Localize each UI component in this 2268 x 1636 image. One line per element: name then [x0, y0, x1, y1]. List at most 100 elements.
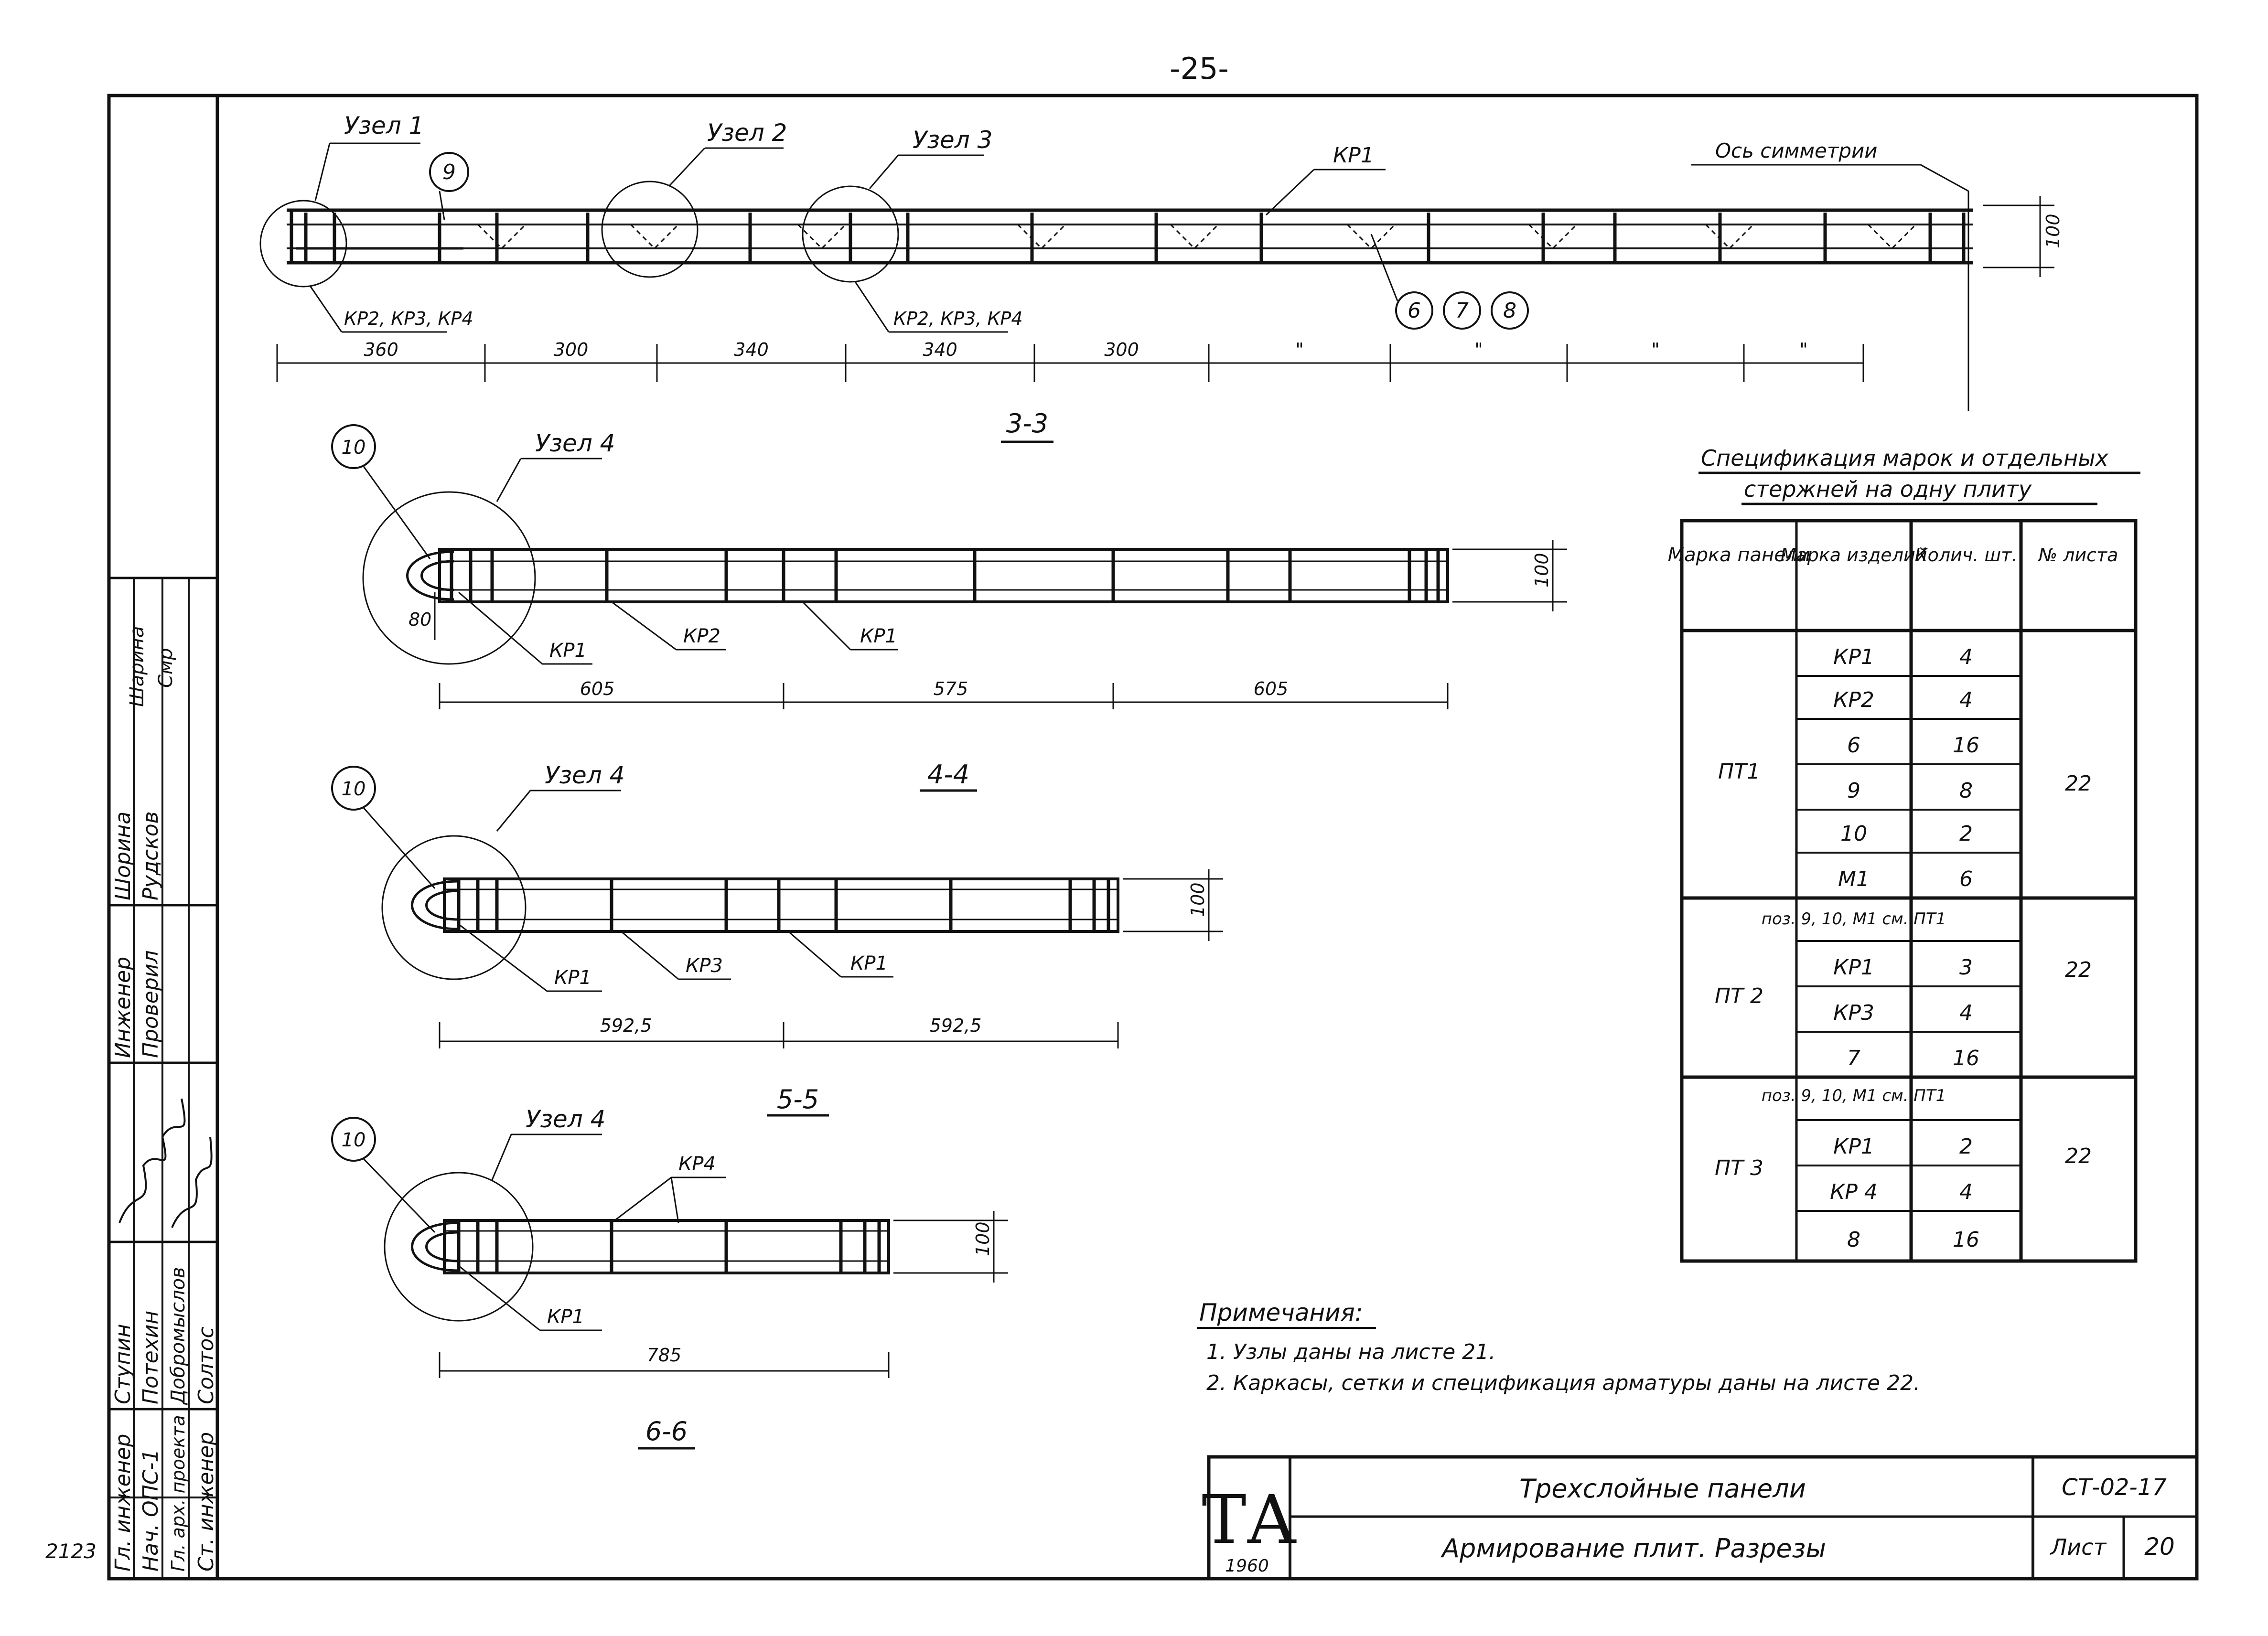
name-3: Добромыслов: [167, 1267, 189, 1405]
stamp-sheet-number: 20: [2144, 1533, 2175, 1561]
diagonal-bar: [1528, 224, 1578, 250]
spec-h3: Колич. шт.: [1915, 545, 2018, 566]
top-dim-label: 300: [554, 339, 589, 360]
s33-dim-2: 575: [934, 678, 968, 699]
spec-table: Спецификация марок и отдельных стержней …: [1668, 445, 2140, 1263]
stamp-code: СТ-02-17: [2062, 1474, 2167, 1501]
s44-label-kr1-mid: КР1: [850, 952, 888, 974]
section-4-4-title: 4-4: [927, 759, 969, 790]
role-1: Гл. инженер: [111, 1434, 135, 1572]
diagonal-bar: [1867, 224, 1917, 250]
spec-item-qty: 4: [1959, 1001, 1973, 1025]
s33-node-label: Узел 4: [535, 429, 615, 457]
sig-1: Шарина: [126, 626, 148, 707]
spec-item-mark: 6: [1847, 733, 1860, 758]
node-1-label: Узел 1: [344, 112, 424, 139]
name-5: Шорина: [111, 812, 135, 900]
s33-dim-1: 605: [580, 678, 615, 699]
s44-label-kr3: КР3: [686, 955, 723, 977]
diagonal-bar: [1346, 224, 1396, 250]
spec-item-mark: КР 4: [1830, 1180, 1878, 1204]
top-height-dim: 100: [2042, 214, 2064, 248]
name-4: Солтос: [194, 1326, 218, 1404]
spec-note-2: поз. 9, 10, М1 см. ПТ1: [1762, 909, 1946, 929]
spec-h1-a: Марка панели: [1668, 544, 1811, 566]
s33-dim-3: 605: [1254, 678, 1289, 699]
page-number: -25-: [1170, 51, 1229, 86]
top-dim-label: ": [1474, 339, 1483, 360]
name-6: Рудсков: [139, 811, 163, 900]
node-2-label: Узел 2: [707, 119, 787, 147]
s55-label-kr1: КР1: [547, 1306, 584, 1328]
spec-item-mark: 8: [1847, 1228, 1860, 1252]
section-6-6-title: 6-6: [645, 1416, 688, 1446]
spec-item-mark: КР1: [1833, 1134, 1874, 1159]
notes: Примечания: 1. Узлы даны на листе 21. 2.…: [1197, 1299, 1920, 1395]
s55-height-dim: 100: [972, 1221, 993, 1256]
spec-item-qty: 6: [1959, 867, 1973, 891]
pos-8: 8: [1503, 299, 1516, 323]
spec-sheet-1: 22: [2065, 771, 2092, 796]
stamp-title: Трехслойные панели: [1519, 1474, 1806, 1504]
spec-item-qty: 8: [1959, 779, 1973, 803]
diagonal-bar: [1017, 224, 1066, 250]
top-dim-label: ": [1799, 339, 1807, 360]
spec-h4: № листа: [2038, 545, 2118, 566]
diagonal-bar: [1170, 224, 1219, 250]
spec-panel-1: ПТ1: [1718, 759, 1760, 784]
s44-dim-2: 592,5: [930, 1015, 982, 1036]
top-dim-label: ": [1295, 339, 1303, 360]
diagonal-bar: [477, 224, 527, 250]
s33-offset-dim: 80: [408, 609, 431, 630]
archive-number: 2123: [45, 1540, 97, 1563]
stamp-year: 1960: [1225, 1556, 1269, 1576]
frame-refs-mid: КР2, КР3, КР4: [893, 308, 1023, 329]
s44-node-label: Узел 4: [545, 761, 624, 789]
role-5: Инженер: [111, 957, 135, 1058]
spec-item-mark: 10: [1840, 822, 1867, 846]
notes-title: Примечания:: [1199, 1299, 1363, 1326]
role-2: Нач. ОПС-1: [139, 1449, 163, 1572]
role-4: Ст. инженер: [194, 1432, 218, 1572]
spec-item-qty: 16: [1953, 733, 1979, 758]
spec-item-qty: 2: [1959, 822, 1973, 846]
spec-panel-3: ПТ 3: [1715, 1156, 1763, 1180]
s33-label-kr2: КР2: [683, 625, 720, 647]
top-dim-label: 340: [734, 339, 769, 360]
spec-item-mark: М1: [1838, 867, 1870, 891]
section-top: 9 Узел 1 Узел 2 Узел 3 КР1 Ось симметрии…: [259, 112, 2064, 411]
spec-item-qty: 4: [1959, 645, 1973, 669]
spec-item-mark: КР2: [1833, 688, 1874, 712]
side-block: Гл. инженер Нач. ОПС-1 Гл. арх. проекта …: [111, 626, 218, 1572]
spec-item-mark: КР1: [1833, 955, 1874, 980]
spec-item-mark: 9: [1847, 779, 1860, 803]
spec-item-qty: 16: [1953, 1046, 1979, 1070]
section-3-3-title: 3-3: [1006, 408, 1048, 438]
diagonal-bar: [797, 224, 847, 250]
spec-h2: Марка изделий: [1781, 545, 1927, 566]
spec-note-3: поз. 9, 10, М1 см. ПТ1: [1762, 1086, 1946, 1105]
note-2: 2. Каркасы, сетки и спецификация арматур…: [1206, 1371, 1920, 1395]
top-dim-label: 300: [1104, 339, 1139, 360]
s33-pos-10: 10: [342, 437, 366, 459]
pos-9: 9: [442, 160, 456, 184]
spec-title-1: Спецификация марок и отдельных: [1701, 445, 2109, 471]
spec-item-mark: КР1: [1833, 645, 1874, 669]
frame-kr1-label: КР1: [1333, 143, 1374, 168]
stamp-logo: ТА: [1202, 1481, 1297, 1559]
section-5-5: 5-5 10 Узел 4 КР4 КР1 100 785: [331, 1084, 1008, 1378]
frame-refs-left: КР2, КР3, КР4: [344, 308, 473, 329]
sig-2: Смр: [155, 648, 177, 688]
node-3-label: Узел 3: [913, 126, 992, 154]
s44-pos-10: 10: [342, 778, 366, 800]
title-stamp: ТА 1960 Трехслойные панели Армирование п…: [1202, 1455, 2199, 1581]
s44-height-dim: 100: [1187, 882, 1208, 917]
s33-label-kr1-mid: КР1: [860, 625, 897, 647]
s33-height-dim: 100: [1531, 553, 1552, 588]
sheet-frame: [107, 94, 2199, 1581]
spec-sheet-2: 22: [2065, 958, 2092, 982]
role-3: Гл. арх. проекта: [168, 1415, 189, 1572]
pos-6: 6: [1408, 299, 1421, 323]
section-4-4: 4-4 10 Узел 4 КР1 КР3 КР1 100 592,5 592,…: [331, 759, 1223, 1048]
s55-pos-10: 10: [342, 1129, 366, 1151]
